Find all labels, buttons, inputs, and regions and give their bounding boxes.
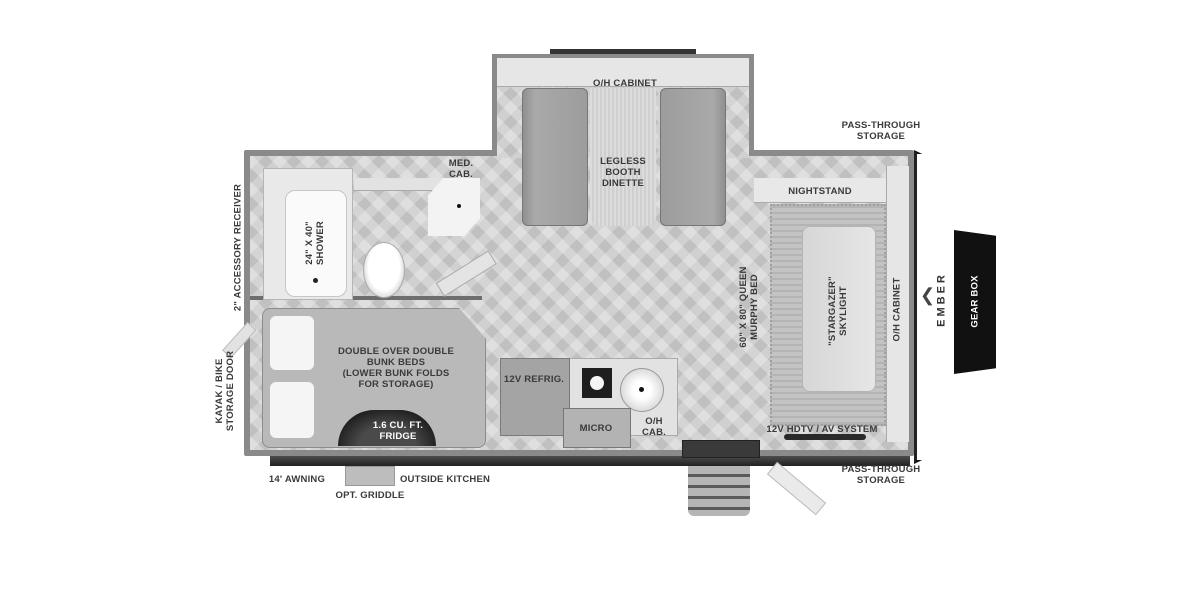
microwave [563,408,631,448]
kitchen-sink [620,368,664,412]
front-cap [914,150,953,464]
dinette-table [590,88,656,226]
label-pass-through-bottom: PASS-THROUGH STORAGE [841,464,921,486]
entry-door-swing[interactable] [766,461,827,516]
brand-wordmark: EMBER [935,272,948,327]
bedroom-oh-cabinet [886,166,909,442]
label-pass-through-top: PASS-THROUGH STORAGE [841,120,921,142]
entry-steps [688,466,750,516]
label-nightstand: NIGHTSTAND [788,186,852,197]
gear-box [954,230,996,374]
label-shower: 24" X 40" SHOWER [304,221,326,265]
label-bunks: DOUBLE OVER DOUBLE BUNK BEDS (LOWER BUNK… [337,346,455,390]
small-fridge [338,410,436,446]
label-small-fridge: 1.6 CU. FT. FRIDGE [372,420,424,442]
bunk-mattress-upper [270,316,314,370]
label-oh-cab-kitchen: O/H CAB. [641,416,667,438]
label-griddle: OPT. GRIDDLE [335,490,405,501]
label-med-cab: MED. CAB. [448,158,474,180]
sink-drain-icon [457,204,461,208]
hdtv [784,434,866,440]
label-outside-kitchen: OUTSIDE KITCHEN [399,474,491,485]
griddle [345,466,395,486]
dinette-seat-right [660,88,726,226]
label-accessory-receiver: 2" ACCESSORY RECEIVER [232,183,244,312]
dinette-oh-cabinet [497,58,749,87]
bathroom [250,156,482,300]
bath-counter [354,178,454,191]
label-oh-cabinet-top: O/H CABINET [593,78,657,89]
label-murphy-bed: 60" X 80" QUEEN MURPHY BED [738,266,760,348]
awning-bar [270,456,910,466]
bedroom-nightstand [754,178,886,203]
stargazer-skylight [802,226,876,392]
toilet-icon [363,242,405,298]
label-dinette: LEGLESS BOOTH DINETTE [600,156,646,189]
label-hdtv: 12V HDTV / AV SYSTEM [766,424,878,435]
shower-drain-icon [313,278,318,283]
burner-icon [590,376,604,390]
bunk-mattress-lower [270,382,314,438]
bathroom-sink [428,178,480,236]
label-awning: 14' AWNING [268,474,326,485]
label-kayak-door: KAYAK / BIKE STORAGE DOOR [214,350,236,432]
chevron-logo-icon: ❮ [920,285,936,305]
brand-logo: ❮ [920,284,936,306]
label-micro: MICRO [579,423,613,434]
label-refrig: 12V REFRIG. [503,374,565,385]
slideout-top-seal [550,49,696,54]
label-oh-cabinet-right: O/H CABINET [891,277,903,342]
label-gear-box: GEAR BOX [969,275,981,328]
refrigerator [500,358,570,436]
label-skylight: "STARGAZER" SKYLIGHT [827,276,849,346]
entry-door-threshold[interactable] [682,440,760,458]
kitchen-sink-drain-icon [639,387,644,392]
dinette-seat-left [522,88,588,226]
